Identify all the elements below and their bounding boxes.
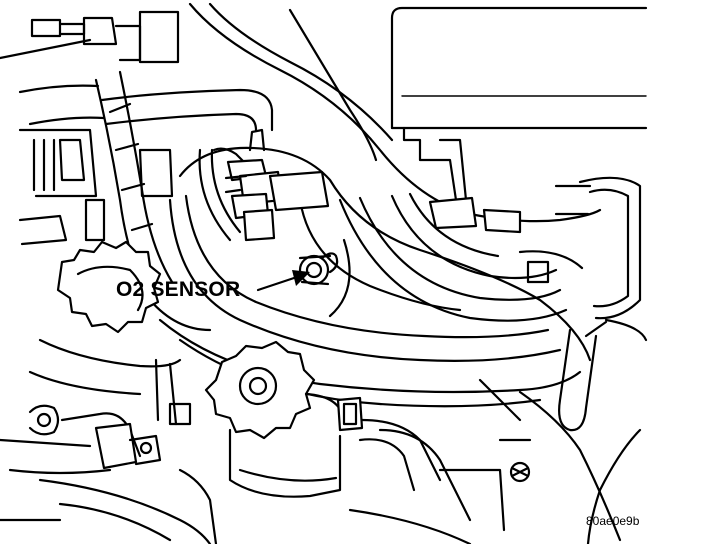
top-wiring xyxy=(0,2,602,234)
lower-hose xyxy=(518,320,642,544)
lower-center-structures xyxy=(348,378,532,544)
engine-block-left xyxy=(18,128,182,426)
sensor-connectors xyxy=(198,128,330,242)
lower-left-components xyxy=(0,402,218,544)
alternator xyxy=(204,340,346,498)
callout-arrow xyxy=(256,270,310,292)
o2-sensor xyxy=(298,252,339,286)
air-cleaner-housing xyxy=(390,6,648,202)
throttle-body xyxy=(518,176,648,342)
o2-sensor-label: O2 SENSOR xyxy=(116,278,241,301)
figure-code: 80ae0e9b xyxy=(586,514,640,528)
oil-filler-cap xyxy=(56,240,162,334)
